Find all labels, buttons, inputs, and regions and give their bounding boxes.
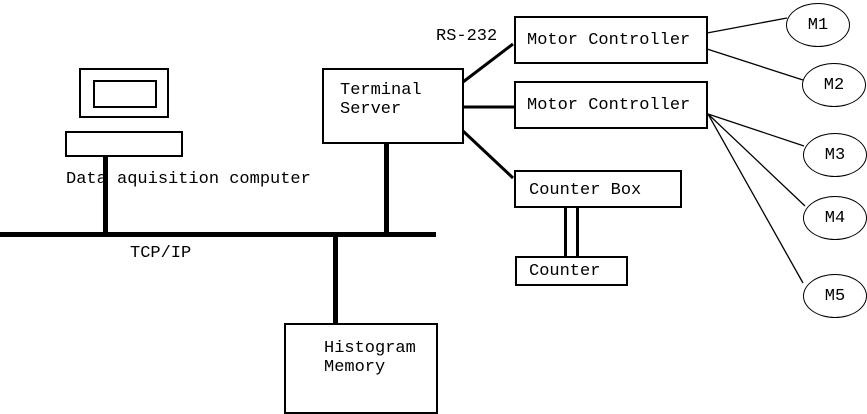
motor-node-m4: M4 [803, 196, 867, 240]
histogram-memory-node: Histogram Memory [284, 323, 438, 414]
wire-mc2-m4 [707, 113, 806, 207]
terminal-server-node: Terminal Server [322, 68, 464, 144]
motor-controller-1-node: Motor Controller [514, 16, 708, 64]
motor-node-m3: M3 [803, 133, 867, 177]
motor-node-m1: M1 [786, 3, 850, 47]
motor-node-m5: M5 [803, 274, 867, 318]
wire-ts-motorctrl1 [462, 42, 514, 84]
serial-link-label: RS-232 [436, 27, 498, 46]
wire-mc2-m3 [707, 113, 805, 147]
counter-node: Counter [515, 256, 628, 286]
wire-mc1-m1 [706, 17, 788, 34]
computer-keyboard-icon [65, 131, 183, 157]
wire-ts-counterbox [461, 129, 515, 180]
bus-protocol-label: TCP/IP [130, 244, 192, 263]
computer-label: Data aquisition computer [66, 170, 311, 189]
wire-mc2-m5 [707, 113, 804, 284]
motor-node-m2: M2 [802, 63, 866, 107]
motor-controller-2-node: Motor Controller [514, 81, 708, 129]
computer-screen-icon [93, 80, 157, 108]
wire-mc1-m2 [706, 48, 804, 81]
counter-box-node: Counter Box [514, 170, 682, 208]
